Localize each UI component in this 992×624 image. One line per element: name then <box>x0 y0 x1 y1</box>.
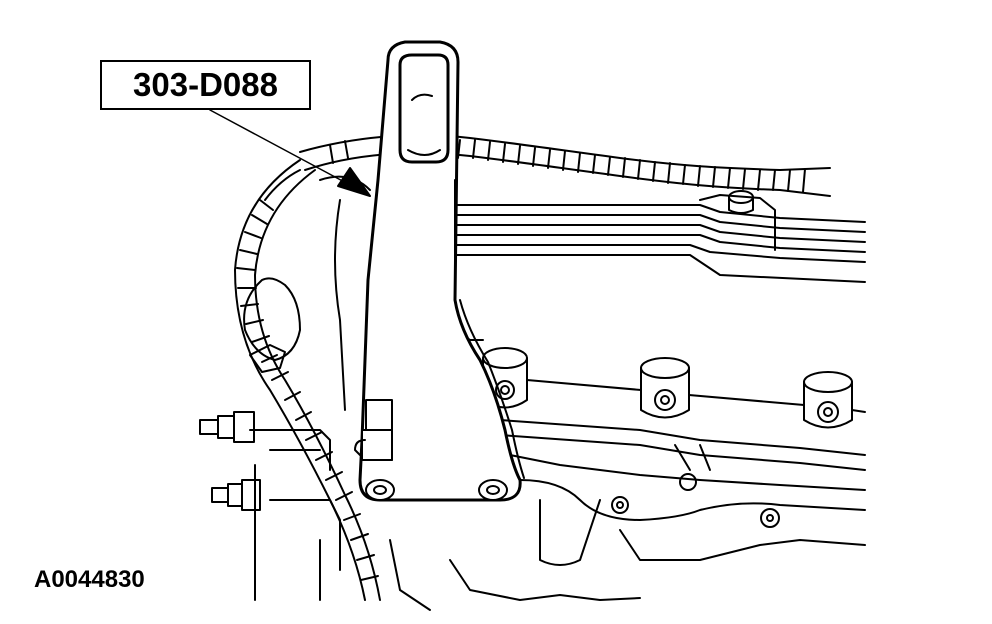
tool-number-text: 303-D088 <box>133 66 278 103</box>
special-tool-303-D088 <box>354 40 525 502</box>
wiring-harness-left <box>234 159 381 601</box>
figure-id: A0044830 <box>34 566 145 593</box>
tool-callout-label: 303-D088 <box>100 60 311 110</box>
valve-cover <box>449 190 866 283</box>
callout-leader <box>209 109 371 197</box>
cylinder-head <box>389 329 866 611</box>
coil-bosses <box>482 347 853 429</box>
fuel-fittings <box>199 411 261 511</box>
